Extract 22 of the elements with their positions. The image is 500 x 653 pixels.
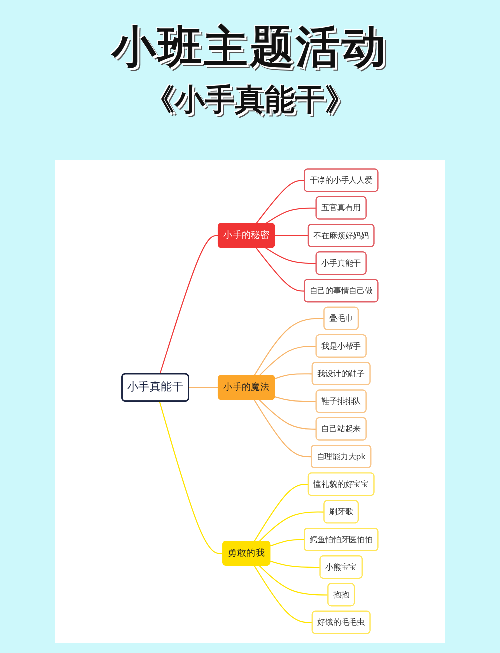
connector: [254, 318, 324, 376]
connector: [270, 539, 305, 547]
connector: [274, 235, 309, 237]
connector: [259, 566, 328, 596]
connector: [265, 208, 316, 224]
connector: [254, 566, 312, 624]
connector: [270, 560, 320, 568]
connector: [274, 374, 312, 380]
connector: [259, 400, 316, 430]
connector: [259, 512, 324, 542]
connector: [254, 484, 309, 542]
connector: [274, 396, 316, 402]
subtitle: 《小手真能干》: [145, 82, 355, 120]
connector: [256, 248, 305, 292]
connector: [256, 180, 305, 224]
connector: [254, 400, 312, 458]
connector: [159, 402, 224, 554]
connector: [259, 346, 316, 376]
connector: [159, 235, 218, 375]
connector: [265, 248, 316, 264]
connector: [188, 387, 218, 389]
title: 小班主题活动: [112, 22, 388, 74]
